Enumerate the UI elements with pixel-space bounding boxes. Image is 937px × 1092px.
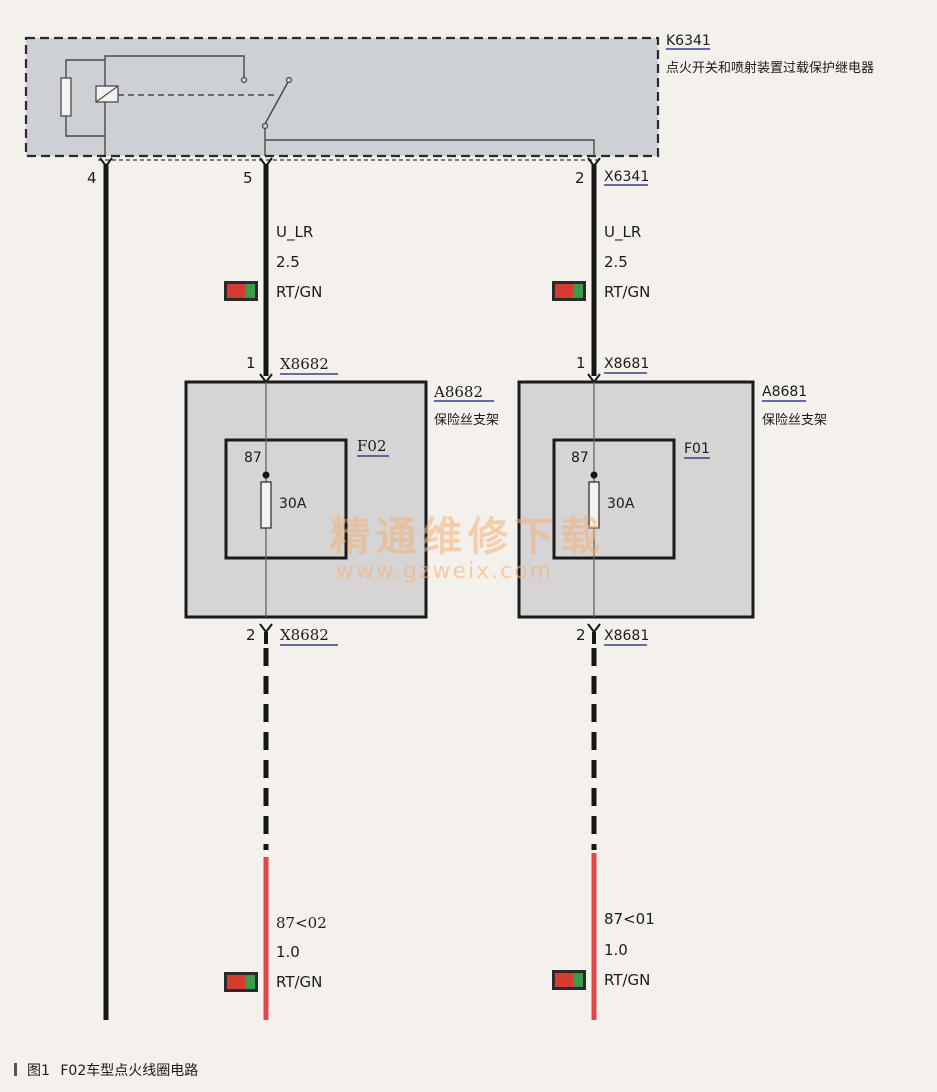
fuse-f02-element: [260, 481, 272, 529]
x8682-bottom-fork: [259, 623, 273, 634]
fuse-holder-a8681: 1 X8681 A8681 保险丝支架 F01 87 30A 2 X8681: [517, 354, 827, 646]
fuse-f01-terminal: 87: [571, 450, 589, 466]
fuse-f01-box: [552, 438, 676, 560]
fuse-f01-element: [588, 481, 600, 529]
relay-id-label: K6341: [666, 33, 711, 49]
relay-internal-wire-loop: [104, 55, 245, 155]
fuse-holder-left-id: A8682: [433, 383, 483, 401]
right-lower-gauge: 1.0: [604, 941, 628, 959]
right-upper-color-swatch: [552, 281, 586, 301]
relay-pin4-fork: [99, 157, 113, 168]
x8682-bottom-pin: 2: [246, 626, 256, 644]
watermark: 精通维修下载 www.gzweix.com: [330, 513, 606, 584]
relay-pin2-fork: [587, 157, 601, 168]
relay-pin-5: 5: [243, 169, 253, 187]
relay-pin-2: 2: [575, 169, 585, 187]
relay-switch-contact: [285, 76, 293, 84]
fuse-f02-box: [224, 438, 348, 560]
left-upper-color-swatch: [224, 281, 258, 301]
x8682-top-pin: 1: [246, 354, 256, 372]
relay-contact-top: [240, 76, 248, 84]
watermark-text: 精通维修下载: [330, 513, 606, 560]
relay-k6341: K6341 点火开关和喷射装置过载保护继电器 4 5 2 X6341: [24, 33, 874, 187]
x8682-top-id: X8682: [280, 355, 329, 373]
fuse-f02-node: [262, 471, 270, 479]
left-upper-color: RT/GN: [276, 283, 322, 301]
right-lower-signal: 87<01: [604, 910, 655, 928]
x8681-top-id: X8681: [604, 356, 649, 372]
fuse-f02-rating: 30A: [279, 496, 307, 512]
x8681-bottom-pin: 2: [576, 626, 586, 644]
caption-bar: [14, 1063, 17, 1076]
fuse-f02-terminal: 87: [244, 450, 262, 466]
fuse-f01-node: [590, 471, 598, 479]
left-lower-signal: 87<02: [276, 914, 327, 932]
right-upper-color: RT/GN: [604, 283, 650, 301]
left-lower-color: RT/GN: [276, 973, 322, 991]
left-lower-color-swatch: [224, 972, 258, 992]
right-upper-signal: U_LR: [604, 223, 641, 242]
watermark-url: www.gzweix.com: [336, 559, 553, 584]
relay-box: [24, 36, 660, 158]
relay-name-label: 点火开关和喷射装置过载保护继电器: [666, 60, 874, 76]
wires: [99, 157, 601, 1020]
fuse-f02-id: F02: [357, 437, 387, 455]
relay-resistor: [60, 77, 72, 117]
left-upper-signal: U_LR: [276, 223, 313, 242]
x8681-top-pin: 1: [576, 354, 586, 372]
fuse-holder-right-id: A8681: [762, 384, 807, 400]
caption-figure-number: 图1: [27, 1063, 50, 1079]
lower-wire-labels: 87<02 1.0 RT/GN 87<01 1.0 RT/GN: [224, 910, 655, 992]
relay-switch-blade: [264, 81, 289, 125]
right-lower-color-swatch: [552, 970, 586, 990]
upper-wire-labels: U_LR 2.5 RT/GN U_LR 2.5 RT/GN: [224, 223, 650, 301]
relay-pin-4: 4: [87, 169, 97, 187]
relay-pin2-wire: [265, 139, 595, 156]
caption-title: F02车型点火线圈电路: [60, 1063, 199, 1079]
fuse-holder-left-name: 保险丝支架: [434, 413, 499, 428]
fuse-f01-rating: 30A: [607, 496, 635, 512]
left-upper-gauge: 2.5: [276, 253, 300, 271]
fuse-holder-right-name: 保险丝支架: [762, 413, 827, 428]
right-lower-color: RT/GN: [604, 971, 650, 989]
relay-connector-x6341: X6341: [604, 169, 649, 185]
fuse-f01-id: F01: [684, 441, 710, 457]
relay-coil-core: [95, 85, 119, 103]
figure-caption: 图1 F02车型点火线圈电路: [14, 1060, 198, 1080]
x8681-bottom-id: X8681: [604, 628, 649, 644]
x8681-bottom-fork: [587, 623, 601, 634]
left-lower-gauge: 1.0: [276, 943, 300, 961]
relay-pin5-fork: [259, 157, 273, 168]
fuse-holder-a8682: 1 X8682 A8682 保险丝支架 F02 87 30A 2 X8682: [184, 354, 499, 646]
x8682-bottom-id: X8682: [280, 626, 329, 644]
right-upper-gauge: 2.5: [604, 253, 628, 271]
